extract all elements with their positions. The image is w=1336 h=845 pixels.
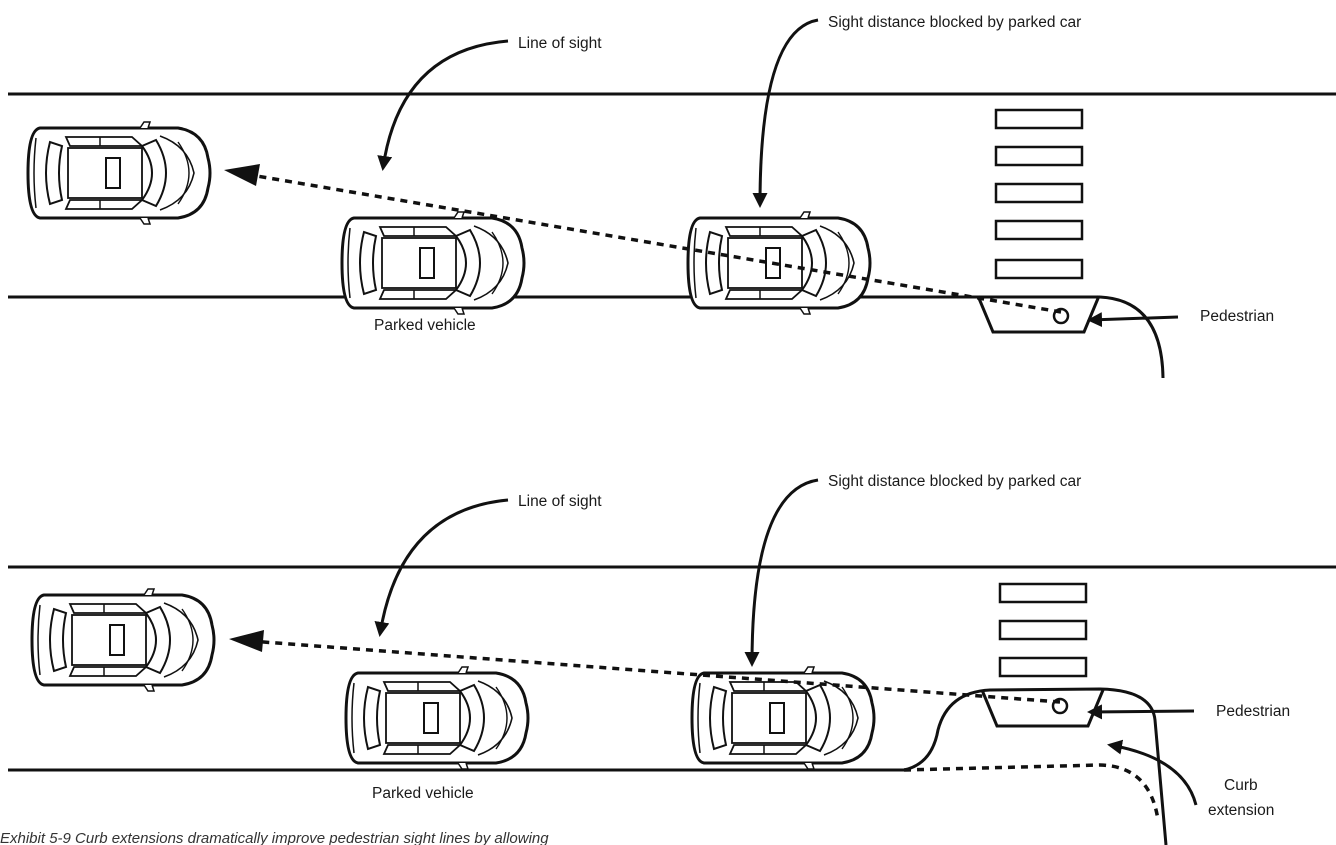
label-curb-extension-1: Curb <box>1224 777 1258 794</box>
blocked-sight-leader <box>752 18 819 208</box>
exhibit-caption: Exhibit 5-9 Curb extensions dramatically… <box>0 830 549 845</box>
crosswalk <box>998 582 1088 678</box>
blocked-sight-leader <box>744 478 819 667</box>
pedestrian-leader <box>1087 312 1179 328</box>
parked-car-1 <box>344 665 530 771</box>
label-line-of-sight: Line of sight <box>518 493 602 510</box>
pedestrian-waiting-area <box>980 689 1105 728</box>
label-pedestrian: Pedestrian <box>1216 703 1290 720</box>
label-line-of-sight: Line of sight <box>518 35 602 52</box>
original-curb-dashed <box>903 763 1160 821</box>
label-pedestrian: Pedestrian <box>1200 308 1274 325</box>
sight-arrow-head <box>224 164 260 186</box>
bottom-panel: Line of sight Sight distance blocked by … <box>8 473 1336 845</box>
line-of-sight-dashed <box>249 639 1061 704</box>
line-of-sight-leader <box>377 39 509 171</box>
crosswalk <box>994 108 1084 280</box>
corner-curb <box>1099 295 1165 379</box>
label-parked-vehicle: Parked vehicle <box>374 317 476 334</box>
label-curb-extension-2: extension <box>1208 802 1274 819</box>
moving-car <box>26 120 212 226</box>
curb-extension-leader <box>1107 739 1198 806</box>
pedestrian-leader <box>1087 704 1195 720</box>
sight-arrow-head <box>229 630 264 652</box>
top-panel: Line of sight Sight distance blocked by … <box>8 14 1336 379</box>
label-sight-blocked: Sight distance blocked by parked car <box>828 14 1081 31</box>
line-of-sight-dashed <box>244 172 1062 314</box>
moving-car <box>30 587 216 693</box>
label-parked-vehicle: Parked vehicle <box>372 785 474 802</box>
parked-car-1 <box>340 210 526 316</box>
label-sight-blocked: Sight distance blocked by parked car <box>828 473 1081 490</box>
line-of-sight-leader <box>374 498 509 637</box>
